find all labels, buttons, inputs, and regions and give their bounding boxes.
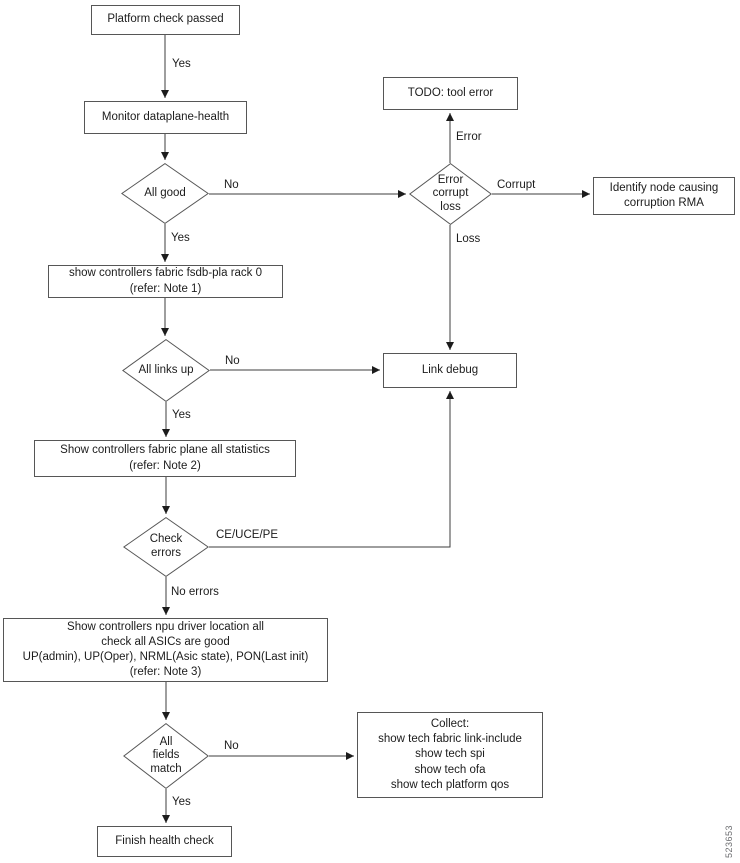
node-label: All fields match: [123, 723, 209, 789]
decision-all-links-up: All links up: [122, 339, 210, 402]
diamond-shape: [409, 163, 492, 225]
diamond-shape: [121, 163, 209, 224]
node-link-debug: Link debug: [383, 353, 517, 388]
edge-label-yes: Yes: [172, 409, 191, 421]
node-line: loss: [440, 200, 461, 213]
node-line: fields: [152, 749, 180, 762]
node-line: corrupt: [432, 187, 469, 200]
node-label: Monitor dataplane-health: [101, 110, 230, 123]
edge-label-loss: Loss: [456, 233, 481, 245]
decision-all-good: All good: [121, 163, 209, 224]
node-label: Platform check passed: [107, 13, 224, 26]
node-label: All good: [144, 186, 186, 199]
edge-label-yes: Yes: [172, 58, 191, 70]
decision-all-fields-match: All fields match: [123, 723, 209, 789]
diamond-shape: [123, 723, 209, 789]
node-collect-show-tech: Collect: show tech fabric link-include s…: [357, 712, 543, 798]
decision-check-errors: Check errors: [123, 517, 209, 577]
node-monitor-dataplane-health: Monitor dataplane-health: [84, 101, 247, 134]
node-label: Error corrupt loss: [409, 163, 492, 225]
diamond-shape: [122, 339, 210, 402]
node-line: show controllers fabric fsdb-pla rack 0: [68, 267, 263, 280]
edge-label-no-errors: No errors: [171, 586, 219, 598]
edge-label-no: No: [225, 355, 240, 367]
node-line: All: [159, 735, 173, 748]
node-line: (refer: Note 2): [129, 459, 201, 472]
node-line: Show controllers npu driver location all: [67, 620, 264, 633]
figure-number: 523653: [724, 824, 734, 858]
node-line: check all ASICs are good: [101, 635, 230, 648]
edge-label-corrupt: Corrupt: [497, 179, 536, 191]
node-line: show tech fabric link-include: [378, 733, 522, 746]
node-platform-check-passed: Platform check passed: [91, 5, 240, 35]
node-line: Show controllers fabric plane all statis…: [60, 444, 270, 457]
node-finish-health-check: Finish health check: [97, 826, 232, 857]
node-line: match: [150, 762, 182, 775]
node-line: UP(admin), UP(Oper), NRML(Asic state), P…: [22, 651, 309, 663]
decision-error-corrupt-loss: Error corrupt loss: [409, 163, 492, 225]
edge-label-yes: Yes: [171, 232, 190, 244]
node-line: Check: [149, 533, 183, 546]
node-line: show tech platform qos: [390, 778, 510, 791]
edge-label-yes: Yes: [172, 796, 191, 808]
node-label: All links up: [138, 363, 194, 376]
edge-label-ce-uce-pe: CE/UCE/PE: [216, 529, 278, 541]
node-line: corruption RMA: [624, 197, 704, 209]
edge-label-no: No: [224, 740, 239, 752]
node-identify-node-rma: Identify node causing corruption RMA: [593, 177, 735, 215]
node-line: errors: [150, 547, 182, 559]
node-line: Identify node causing: [609, 181, 719, 194]
node-line: Collect:: [430, 718, 470, 731]
node-todo-tool-error: TODO: tool error: [383, 77, 518, 110]
node-label: Check errors: [123, 517, 209, 577]
node-show-fsdb-pla: show controllers fabric fsdb-pla rack 0 …: [48, 265, 283, 298]
node-label: Finish health check: [115, 834, 214, 847]
node-show-npu-driver: Show controllers npu driver location all…: [3, 618, 328, 682]
diamond-shape: [123, 517, 209, 577]
node-show-plane-statistics: Show controllers fabric plane all statis…: [34, 440, 296, 477]
node-label: TODO: tool error: [407, 86, 494, 99]
edge-label-error: Error: [456, 131, 482, 143]
edge-label-no: No: [224, 179, 239, 191]
node-line: show tech ofa: [414, 763, 486, 776]
node-line: show tech spi: [415, 748, 485, 761]
node-line: (refer: Note 3): [129, 666, 202, 679]
node-line: (refer: Note 1): [129, 282, 202, 295]
node-label: Link debug: [421, 363, 479, 376]
node-line: Error: [437, 173, 464, 186]
